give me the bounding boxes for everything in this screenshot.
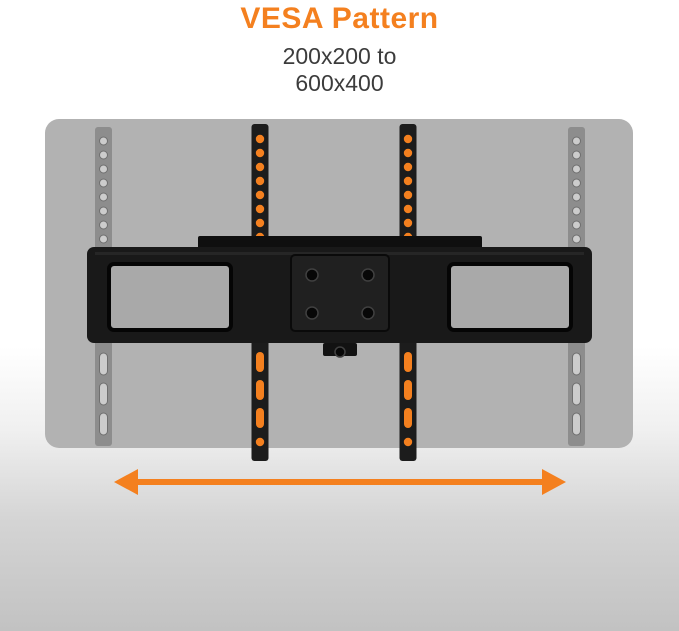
width-adjust-arrow [114, 469, 566, 495]
heading: VESA Pattern 200x200 to 600x400 [0, 2, 679, 97]
bracket-right-cutout [447, 262, 573, 332]
screw-hole [305, 268, 319, 282]
arrow-shaft [136, 479, 544, 485]
bracket-arm-joint [323, 343, 357, 358]
bracket-body [87, 247, 592, 343]
screw-hole [305, 306, 319, 320]
screw-hole [361, 306, 375, 320]
page-title: VESA Pattern [240, 2, 439, 35]
arrow-left-head-icon [114, 469, 138, 495]
subtitle-line-1: 200x200 to [282, 43, 397, 69]
bracket-left-cutout [107, 262, 233, 332]
ghost-rail-left-holes [99, 136, 108, 436]
subtitle: 200x200 to 600x400 [0, 43, 679, 97]
arrow-right-head-icon [542, 469, 566, 495]
tv-silhouette [45, 119, 633, 448]
vesa-rail-left [251, 124, 269, 461]
vesa-plate [290, 254, 390, 332]
subtitle-line-2: 600x400 [295, 70, 384, 96]
vesa-rail-right [399, 124, 417, 461]
vesa-rail-left-holes [255, 134, 265, 447]
ghost-rail-right-holes [572, 136, 581, 436]
vesa-rail-right-holes [403, 134, 413, 447]
ghost-rail-left [95, 127, 112, 446]
mount-bracket [87, 236, 592, 358]
bracket-top-step [198, 236, 482, 252]
ghost-rail-right [568, 127, 585, 446]
screw-hole [361, 268, 375, 282]
